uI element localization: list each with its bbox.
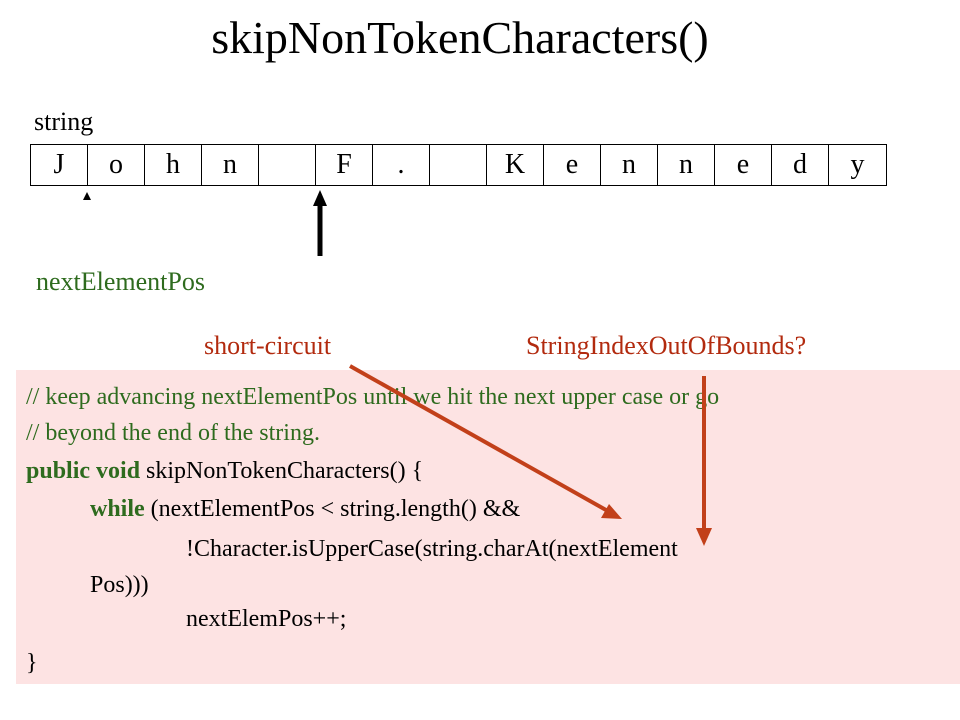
next-element-pos-label: nextElementPos xyxy=(36,267,205,296)
keyword-public-void: public void xyxy=(26,458,141,484)
string-label: string xyxy=(34,107,94,136)
short-circuit-label: short-circuit xyxy=(204,331,332,360)
string-cell: d xyxy=(772,145,829,185)
string-cell: n xyxy=(658,145,715,185)
string-array: J o h n F . K e n n e d y xyxy=(30,144,887,186)
out-of-bounds-label: StringIndexOutOfBounds? xyxy=(526,331,807,360)
string-cell: e xyxy=(544,145,601,185)
while-condition-text: (nextElementPos < string.length() && xyxy=(144,496,521,522)
next-element-pos-arrow xyxy=(313,190,327,256)
signature-text: skipNonTokenCharacters() { xyxy=(140,458,424,484)
string-cell xyxy=(430,145,487,185)
code-panel xyxy=(16,370,960,684)
small-pointer-arrow xyxy=(83,192,91,200)
string-cell: J xyxy=(31,145,88,185)
string-cell: o xyxy=(88,145,145,185)
code-condition-wrap: Pos))) xyxy=(90,572,149,598)
string-cell: y xyxy=(850,149,865,180)
string-cell: K xyxy=(487,145,544,185)
keyword-while: while xyxy=(90,496,145,522)
short-circuit-arrow-head xyxy=(601,504,622,519)
string-cell: F xyxy=(316,145,373,185)
string-cell: n xyxy=(601,145,658,185)
page-title: skipNonTokenCharacters() xyxy=(211,12,709,63)
code-increment-line: nextElemPos++; xyxy=(186,606,347,632)
short-circuit-arrow-line xyxy=(349,364,607,512)
string-cell: . xyxy=(373,145,430,185)
string-cell: h xyxy=(145,145,202,185)
code-signature-line: public void skipNonTokenCharacters() { xyxy=(26,456,423,486)
code-comment-line-1: // keep advancing nextElementPos until w… xyxy=(26,384,720,410)
code-while-line: while (nextElementPos < string.length() … xyxy=(90,494,520,524)
code-condition-line: !Character.isUpperCase(string.charAt(nex… xyxy=(186,536,678,562)
code-comment-line-2: // beyond the end of the string. xyxy=(26,420,320,446)
string-cell xyxy=(259,145,316,185)
code-closing-brace: } xyxy=(26,650,38,676)
out-of-bounds-arrow-head xyxy=(696,528,712,546)
string-cell: e xyxy=(715,145,772,185)
string-cell: n xyxy=(202,145,259,185)
